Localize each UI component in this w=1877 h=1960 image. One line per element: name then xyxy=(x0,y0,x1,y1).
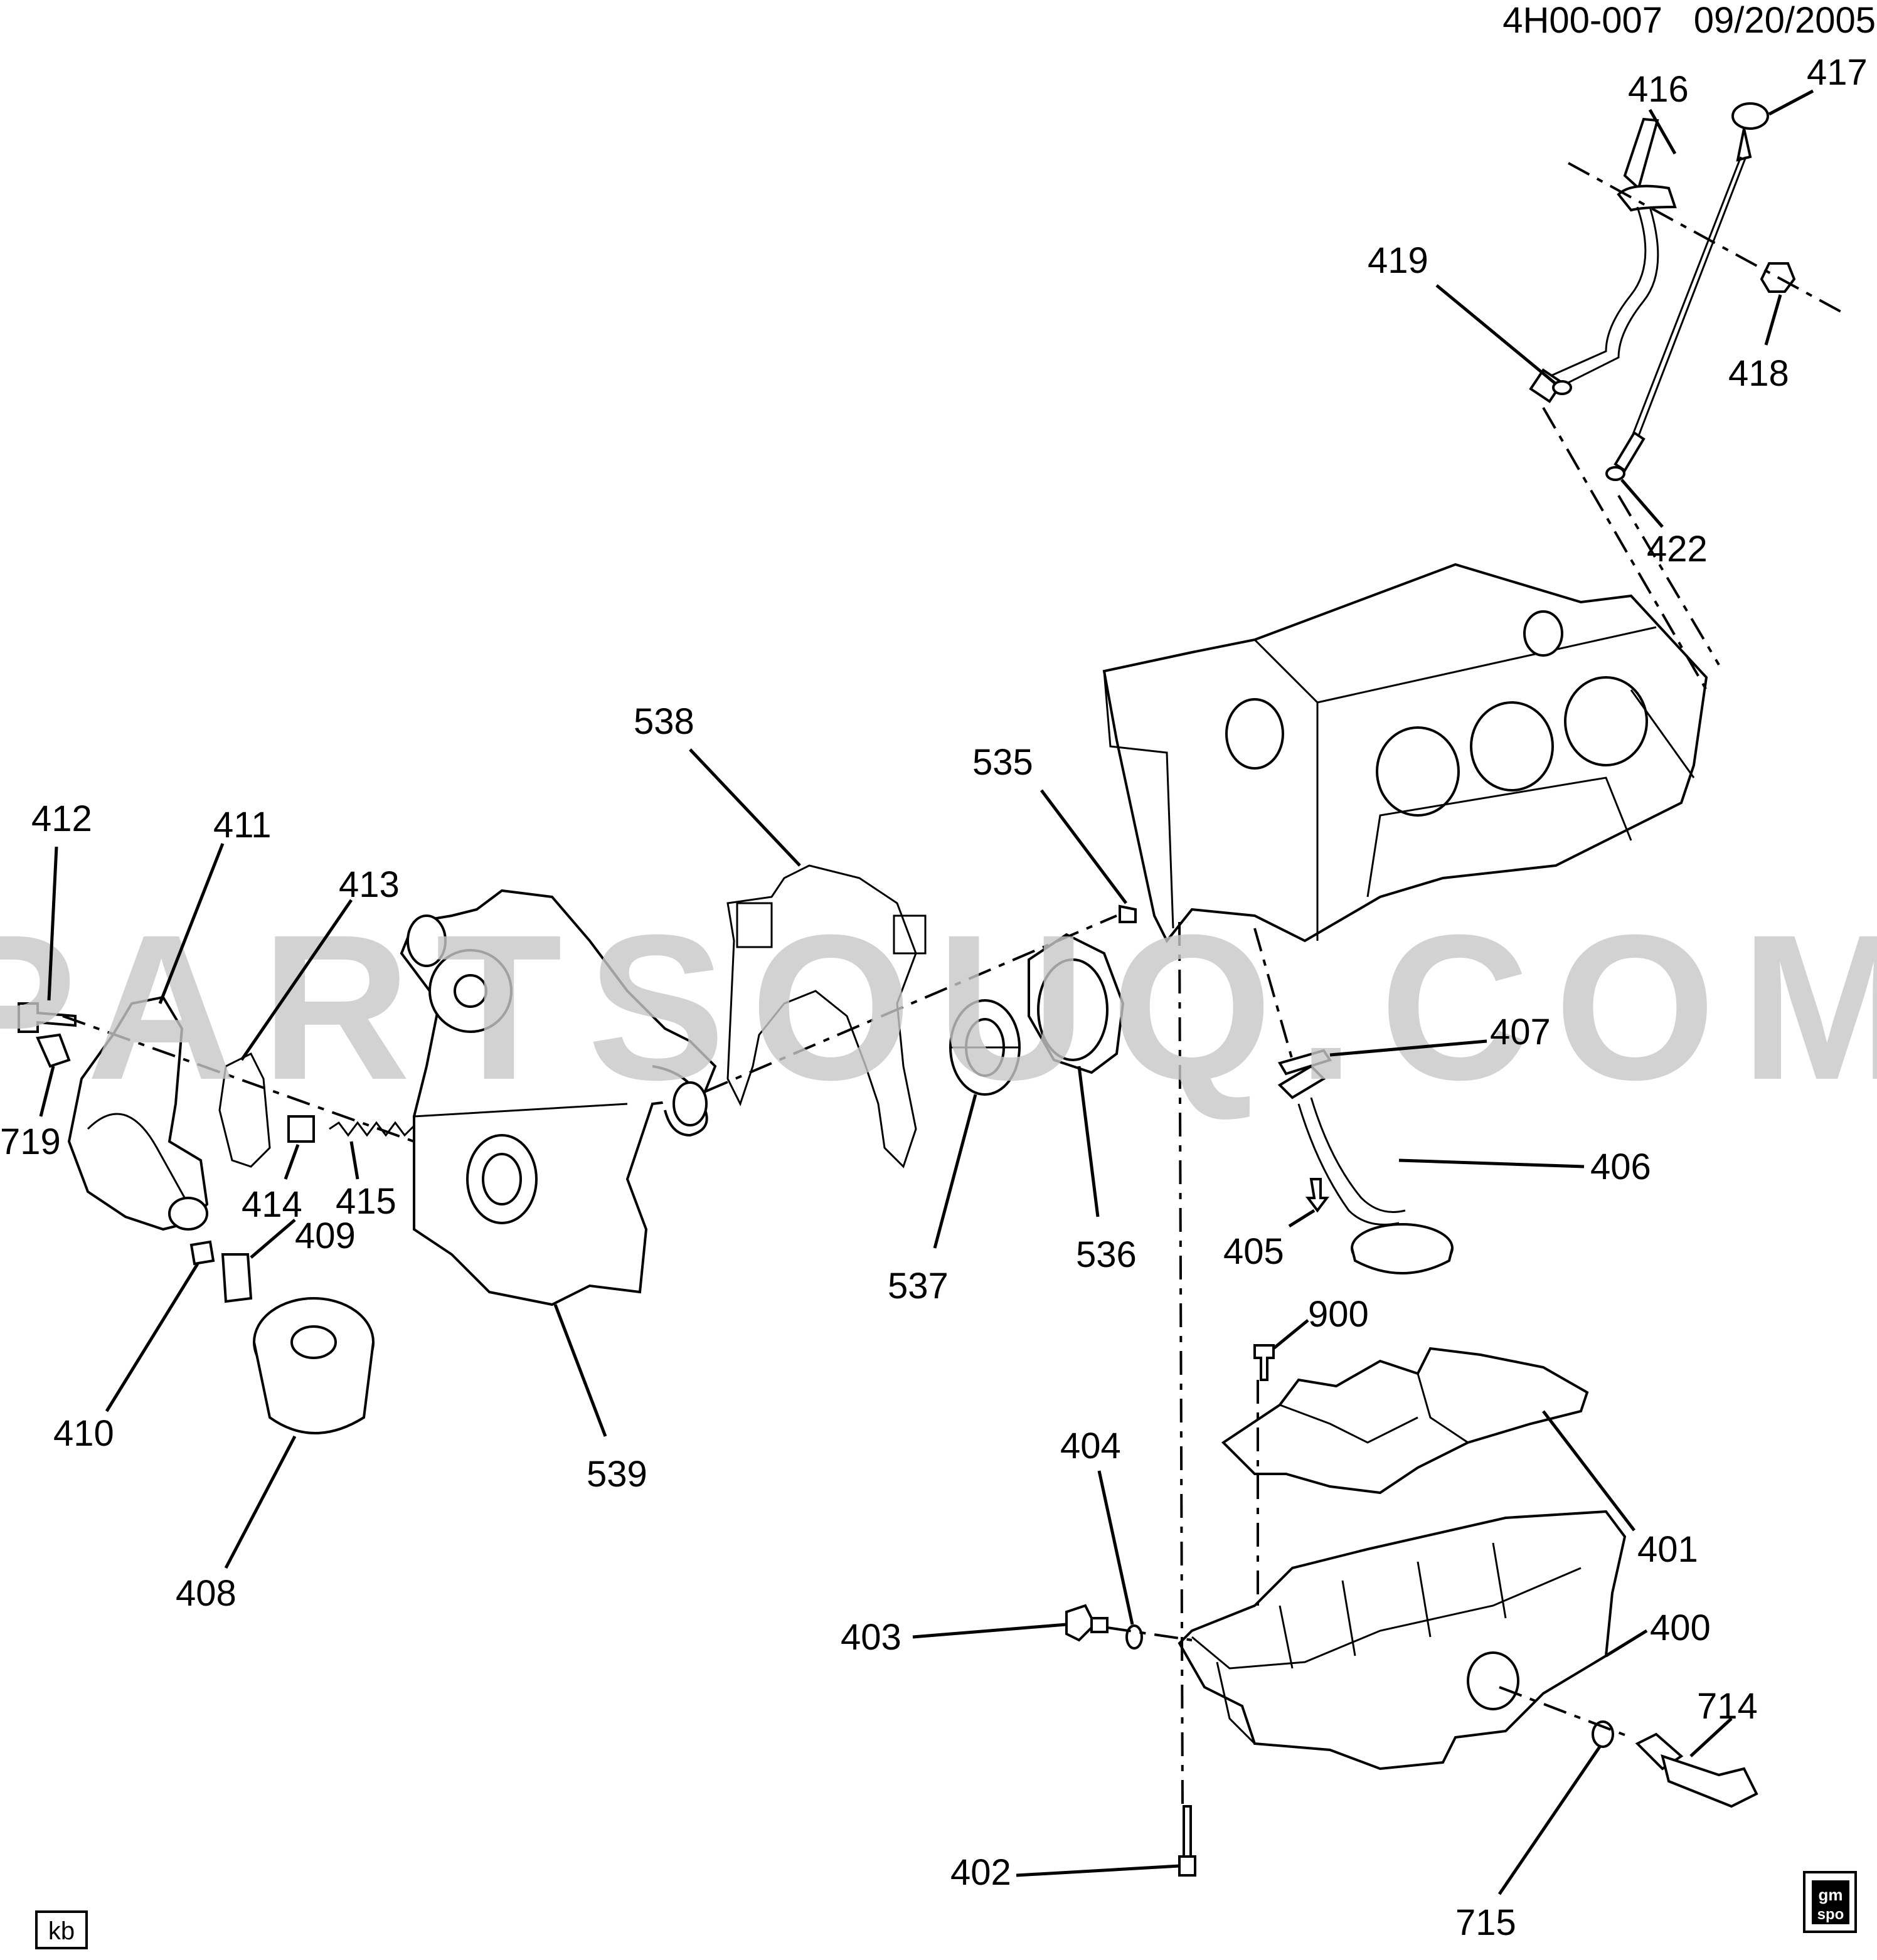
front-cover-gasket-538 xyxy=(726,864,927,1168)
label-539: 539 xyxy=(587,1454,647,1495)
watermark: PARTSOUQ.COM xyxy=(0,891,1877,1123)
callout-410[interactable]: 410 xyxy=(53,1263,199,1454)
callout-409[interactable]: 409 xyxy=(250,1216,356,1259)
callout-404[interactable]: 404 xyxy=(1060,1426,1134,1625)
label-538: 538 xyxy=(634,701,694,742)
bolt-535 xyxy=(1119,904,1137,923)
bolt-900 xyxy=(1253,1344,1275,1381)
label-402: 402 xyxy=(950,1852,1011,1893)
callout-422[interactable]: 422 xyxy=(1620,479,1708,569)
spring-415 xyxy=(329,1121,415,1137)
diagram-date: 09/20/2005 xyxy=(1694,0,1876,41)
callout-405[interactable]: 405 xyxy=(1223,1209,1316,1272)
label-900: 900 xyxy=(1308,1294,1369,1335)
gm-spo-logo: gm spo xyxy=(1803,1871,1857,1933)
label-537: 537 xyxy=(888,1266,949,1306)
callout-419[interactable]: 419 xyxy=(1368,240,1557,385)
alignment-lines xyxy=(62,162,1845,1807)
callout-403[interactable]: 403 xyxy=(841,1617,1067,1658)
callout-411[interactable]: 411 xyxy=(158,805,271,1004)
callout-418[interactable]: 418 xyxy=(1728,294,1789,394)
plug-410 xyxy=(189,1240,215,1266)
oil-pump-537 xyxy=(949,999,1021,1096)
fitting-409 xyxy=(221,1253,253,1303)
label-422: 422 xyxy=(1647,529,1708,569)
label-404: 404 xyxy=(1060,1426,1121,1466)
callout-719[interactable]: 719 xyxy=(0,1066,61,1162)
label-400: 400 xyxy=(1650,1608,1711,1648)
drain-plug-403 xyxy=(1065,1604,1109,1642)
callout-412[interactable]: 412 xyxy=(31,798,92,1001)
label-419: 419 xyxy=(1368,240,1428,281)
label-535: 535 xyxy=(972,742,1033,783)
label-411: 411 xyxy=(213,805,271,845)
diagram-code: 4H00-007 xyxy=(1502,0,1662,41)
label-403: 403 xyxy=(841,1617,901,1658)
callout-416[interactable]: 416 xyxy=(1628,69,1689,155)
callout-539[interactable]: 539 xyxy=(553,1304,647,1495)
label-406: 406 xyxy=(1590,1147,1651,1187)
label-714: 714 xyxy=(1697,1686,1758,1727)
callout-537[interactable]: 537 xyxy=(888,1094,977,1306)
label-410: 410 xyxy=(53,1413,114,1454)
sleeve-414 xyxy=(287,1115,315,1143)
label-407: 407 xyxy=(1490,1012,1551,1052)
callout-900[interactable]: 900 xyxy=(1272,1294,1369,1350)
fitting-719 xyxy=(36,1033,71,1068)
callout-408[interactable]: 408 xyxy=(176,1435,297,1614)
bolt-405 xyxy=(1305,1178,1329,1213)
label-416: 416 xyxy=(1628,69,1689,110)
engine-block xyxy=(1102,563,1708,943)
label-414: 414 xyxy=(242,1184,302,1225)
callout-401[interactable]: 401 xyxy=(1542,1410,1698,1570)
front-cover-539 xyxy=(400,889,717,1306)
label-408: 408 xyxy=(176,1573,237,1614)
label-417: 417 xyxy=(1807,52,1868,93)
logo-text-gm: gm xyxy=(1819,1885,1843,1904)
washer-404 xyxy=(1125,1624,1143,1650)
label-413: 413 xyxy=(339,864,400,905)
label-719: 719 xyxy=(0,1121,61,1162)
label-401: 401 xyxy=(1637,1529,1698,1570)
callout-400[interactable]: 400 xyxy=(1605,1608,1711,1658)
callout-407[interactable]: 407 xyxy=(1329,1012,1551,1057)
callout-402[interactable]: 402 xyxy=(950,1852,1180,1893)
callout-714[interactable]: 714 xyxy=(1689,1686,1758,1757)
oil-filter-408 xyxy=(253,1297,375,1434)
oil-level-sensor-714 xyxy=(1635,1732,1758,1808)
o-ring-422 xyxy=(1605,466,1625,481)
gasket-413 xyxy=(218,1052,271,1168)
oil-pan-400 xyxy=(1178,1510,1627,1771)
logo-text-spo: spo xyxy=(1817,1906,1844,1923)
kb-badge: kb xyxy=(35,1910,88,1949)
callout-535[interactable]: 535 xyxy=(972,742,1127,904)
callout-417[interactable]: 417 xyxy=(1768,52,1868,116)
label-415: 415 xyxy=(336,1181,396,1222)
callout-415[interactable]: 415 xyxy=(336,1141,396,1222)
callout-536[interactable]: 536 xyxy=(1076,1066,1137,1275)
oil-deflector-401 xyxy=(1221,1347,1589,1495)
bolt-412 xyxy=(18,1002,77,1033)
oil-pickup-406 xyxy=(1277,1049,1454,1274)
label-409: 409 xyxy=(295,1216,356,1256)
callout-715[interactable]: 715 xyxy=(1455,1745,1602,1943)
dipstick-417 xyxy=(1614,102,1769,472)
callout-538[interactable]: 538 xyxy=(634,701,801,867)
label-405: 405 xyxy=(1223,1231,1284,1272)
callout-414[interactable]: 414 xyxy=(242,1144,302,1225)
label-536: 536 xyxy=(1076,1234,1137,1275)
oil-pump-cover-536 xyxy=(1028,933,1125,1074)
label-715: 715 xyxy=(1455,1902,1516,1943)
bolt-402 xyxy=(1178,1805,1196,1877)
label-412: 412 xyxy=(31,798,92,839)
dipstick-tube-416 xyxy=(1529,117,1677,403)
label-418: 418 xyxy=(1728,353,1789,394)
callout-406[interactable]: 406 xyxy=(1398,1147,1651,1187)
callout-413[interactable]: 413 xyxy=(240,864,400,1061)
o-ring-419 xyxy=(1552,380,1572,395)
kb-badge-text: kb xyxy=(48,1917,75,1945)
